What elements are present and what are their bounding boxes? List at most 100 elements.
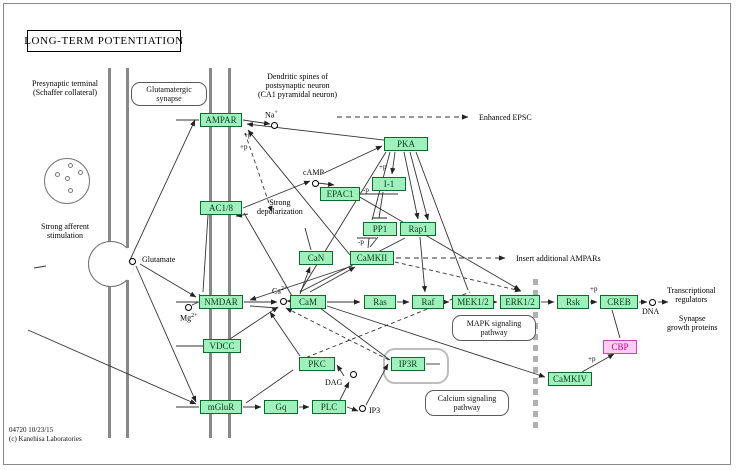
compound-dna-label: DNA: [642, 307, 659, 316]
compound-ip3-circle[interactable]: [359, 405, 366, 412]
compound-ca2-text: Ca: [272, 286, 281, 296]
mod-dephos-camkii-text: -p: [358, 238, 364, 246]
gene-creb[interactable]: CREB: [600, 295, 638, 309]
gene-ac18[interactable]: AC1/8: [200, 201, 242, 215]
gene-cbp-label: CBP: [611, 342, 629, 352]
gene-erk12[interactable]: ERK1/2: [500, 295, 540, 309]
gene-i1[interactable]: I-1: [372, 177, 406, 191]
gene-pp1[interactable]: PP1: [363, 222, 397, 236]
gene-camkii-label: CaMKII: [356, 253, 388, 263]
mod-dephos-pp1-text: -p: [363, 186, 369, 194]
ref-calcium-line1: Calcium signaling: [437, 393, 497, 403]
mod-dephos-camkii: -p: [358, 238, 364, 246]
gene-mek12-label: MEK1/2: [457, 297, 489, 307]
label-transcriptional-regulators: Transcriptional regulators: [667, 286, 716, 304]
vesicle-upper-dot-2: [68, 163, 73, 168]
gene-i1-label: I-1: [383, 179, 395, 189]
compound-glutamate-circle[interactable]: [129, 258, 136, 265]
mod-phos-creb-text: +p: [590, 285, 598, 293]
label-enhanced-epsc: Enhanced EPSC: [479, 113, 532, 122]
gene-vdcc-label: VDCC: [209, 341, 235, 351]
gene-rsk-label: Rsk: [565, 297, 580, 307]
compound-mg2-sup: 2+: [191, 313, 198, 319]
gene-ras-label: Ras: [373, 297, 387, 307]
gene-pkc[interactable]: PKC: [299, 357, 335, 371]
presynaptic-terminal-line2: (Schaffer collateral): [32, 88, 98, 98]
compound-camp-circle[interactable]: [312, 180, 319, 187]
gene-cam[interactable]: CaM: [290, 295, 326, 309]
compound-ip3-text: IP3: [369, 406, 381, 415]
gene-nmdar[interactable]: NMDAR: [199, 295, 243, 309]
gene-vdcc[interactable]: VDCC: [203, 339, 241, 353]
strong-afferent-line1: Strong afferent: [41, 222, 90, 231]
gene-plc[interactable]: PLC: [312, 400, 346, 414]
compound-ca2-sup: 2+: [280, 286, 288, 292]
gene-pkc-label: PKC: [308, 359, 326, 369]
compound-glutamate-label: Glutamate: [142, 255, 175, 264]
compound-camp-text: cAMP: [303, 168, 324, 177]
gene-camkiv[interactable]: CaMKIV: [548, 372, 592, 386]
gene-gq[interactable]: Gq: [264, 400, 298, 414]
postsynaptic-membrane-inner: [228, 68, 231, 438]
label-synapse-growth-l1: Synapse: [678, 314, 706, 323]
label-transcriptional-l2: regulators: [675, 295, 708, 305]
gene-pka[interactable]: PKA: [384, 137, 428, 151]
mod-phos-cbp: +p: [588, 355, 595, 363]
gene-mek12[interactable]: MEK1/2: [452, 295, 494, 309]
mod-phos-cbp-text: +p: [588, 355, 596, 363]
gene-mglur[interactable]: mGluR: [200, 400, 242, 414]
compound-dag-circle[interactable]: [350, 371, 357, 378]
gene-camkii[interactable]: CaMKII: [350, 251, 394, 265]
compound-mg2-circle[interactable]: [185, 304, 192, 311]
vesicle-fusing-arc: [88, 241, 134, 287]
ref-mapk-signaling-pathway[interactable]: MAPK signaling pathway: [452, 315, 536, 341]
gene-cbp[interactable]: CBP: [603, 340, 637, 354]
mod-dephos-pp1: -p: [363, 186, 369, 194]
mod-phos-i1-text: +p: [379, 163, 387, 171]
gene-gq-label: Gq: [275, 402, 287, 412]
presynaptic-terminal-label: Presynaptic terminal (Schaffer collatera…: [32, 79, 98, 97]
ref-glutamatergic-line1: Glutamatergic: [146, 84, 192, 94]
compound-dag-label: DAG: [325, 378, 342, 387]
strong-afferent-line2: stimulation: [47, 231, 84, 241]
gene-ampar-label: AMPAR: [205, 115, 237, 125]
gene-creb-label: CREB: [607, 297, 631, 307]
footer: 04720 10/23/15 (c) Kanehisa Laboratories: [9, 426, 82, 445]
gene-ampar[interactable]: AMPAR: [200, 113, 242, 127]
gene-pka-label: PKA: [396, 139, 415, 149]
gene-can[interactable]: CaN: [299, 251, 333, 265]
vesicle-upper-dot-5: [68, 188, 73, 193]
vesicle-upper-dot-4: [65, 176, 70, 181]
gene-rap1-label: Rap1: [408, 224, 428, 234]
compound-camp-label: cAMP: [303, 168, 324, 177]
compound-dna-circle[interactable]: [649, 299, 656, 306]
compound-na-circle[interactable]: [271, 122, 278, 129]
gene-ip3r-label: IP3R: [398, 359, 418, 369]
compound-ca2-circle[interactable]: [280, 298, 287, 305]
gene-can-label: CaN: [307, 253, 325, 263]
vesicle-upper-dot-1: [55, 172, 60, 177]
dendritic-spines-line2: postsynaptic neuron: [265, 81, 330, 91]
gene-cam-label: CaM: [299, 297, 317, 307]
gene-ras[interactable]: Ras: [364, 295, 396, 309]
ref-calcium-line2: pathway: [453, 403, 481, 412]
gene-epac1[interactable]: EPAC1: [320, 187, 360, 201]
mod-phos-ampar-2-text: +p: [240, 143, 248, 151]
ref-mapk-line1: MAPK signaling: [466, 318, 522, 328]
dendritic-spines-line1: Dendritic spines of: [267, 72, 328, 81]
presynaptic-terminal-line1: Presynaptic terminal: [32, 79, 98, 88]
gene-rap1[interactable]: Rap1: [400, 222, 436, 236]
pathway-title-box: LONG-TERM POTENTIATION: [24, 30, 183, 52]
ref-calcium-signaling-pathway[interactable]: Calcium signaling pathway: [425, 390, 509, 416]
ref-glutamatergic-synapse[interactable]: Glutamatergic synapse: [131, 82, 207, 106]
gene-raf[interactable]: Raf: [412, 295, 444, 309]
gene-camkiv-label: CaMKIV: [553, 374, 587, 384]
gene-ip3r[interactable]: IP3R: [391, 357, 425, 371]
label-synapse-growth-l2: growth proteins: [667, 323, 718, 333]
label-transcriptional-l1: Transcriptional: [667, 286, 716, 295]
label-insert-additional-ampars: Insert additional AMPARs: [516, 254, 601, 263]
compound-mg2-label: Mg2+: [180, 313, 198, 323]
gene-rsk[interactable]: Rsk: [557, 295, 589, 309]
mod-phos-ampar-1-text: +p: [244, 131, 252, 139]
